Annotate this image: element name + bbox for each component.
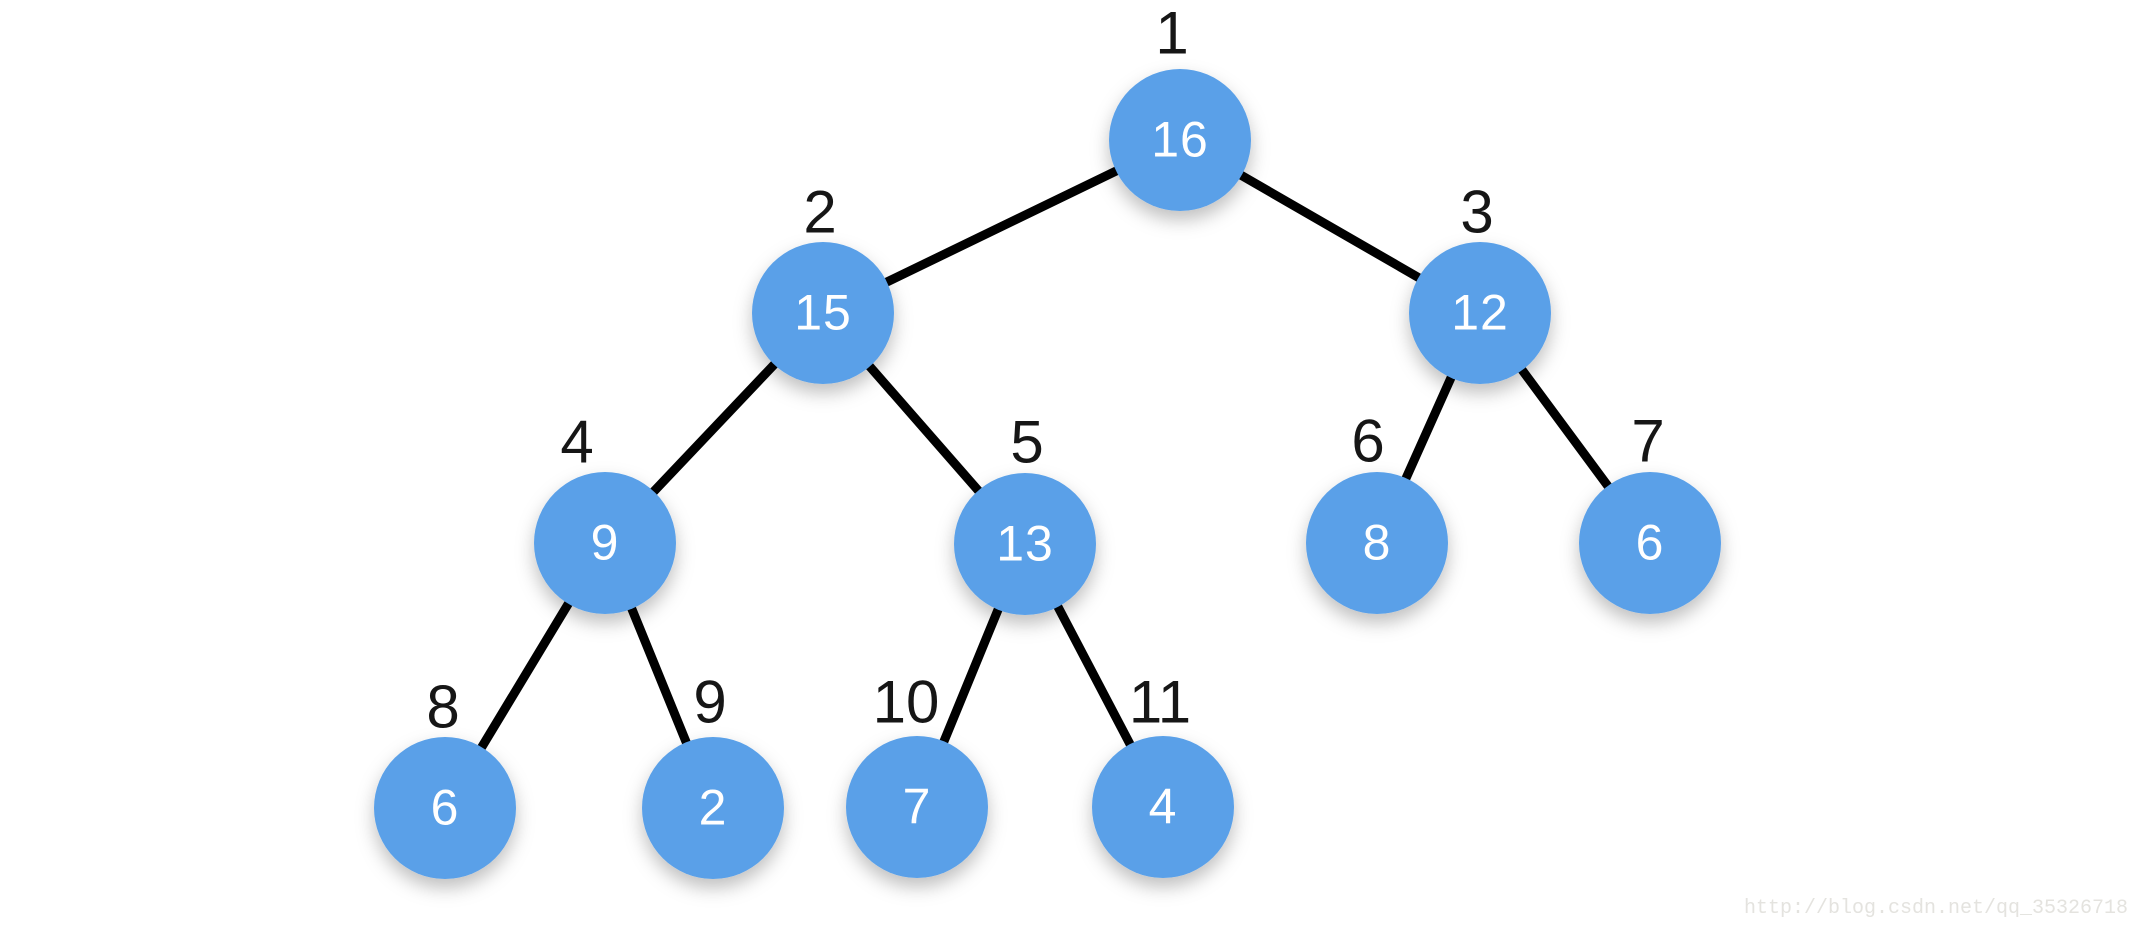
node-index-label: 1 — [1155, 0, 1188, 67]
tree-node-value: 12 — [1451, 285, 1509, 341]
nodes-layer: 16 15 12 9 13 8 6 6 2 7 4 — [374, 69, 1721, 879]
tree-node-circle — [534, 472, 676, 614]
node-index-label: 2 — [803, 179, 836, 246]
tree-node-value: 15 — [794, 285, 852, 341]
tree-node-circle — [1306, 472, 1448, 614]
tree-node-circle — [1579, 472, 1721, 614]
tree-node-value: 7 — [903, 779, 932, 835]
node-index-label: 3 — [1460, 179, 1493, 246]
node-index-label: 8 — [426, 674, 459, 741]
node-index-label: 5 — [1010, 409, 1043, 476]
tree-node-circle — [1092, 736, 1234, 878]
tree-node-circle — [846, 736, 988, 878]
tree-node-value: 2 — [699, 780, 728, 836]
tree-node-circle — [1109, 69, 1251, 211]
tree-node-circle — [1409, 242, 1551, 384]
node-index-label: 4 — [560, 409, 593, 476]
tree-node-value: 16 — [1151, 112, 1209, 168]
node-index-label: 11 — [1129, 669, 1191, 736]
tree-node-circle — [374, 737, 516, 879]
tree-node-circle — [642, 737, 784, 879]
tree-node-value: 13 — [996, 516, 1054, 572]
tree-node-circle — [752, 242, 894, 384]
node-index-label: 10 — [873, 669, 940, 736]
tree-node-value: 8 — [1363, 515, 1392, 571]
tree-node-value: 4 — [1149, 779, 1178, 835]
tree-node-value: 9 — [591, 515, 620, 571]
node-index-label: 6 — [1351, 408, 1384, 475]
node-index-label: 9 — [693, 669, 726, 736]
tree-node-circle — [954, 473, 1096, 615]
tree-node-value: 6 — [431, 780, 460, 836]
node-index-label: 7 — [1631, 408, 1664, 475]
tree-node-value: 6 — [1636, 515, 1665, 571]
watermark-text: http://blog.csdn.net/qq_35326718 — [1743, 897, 2128, 920]
